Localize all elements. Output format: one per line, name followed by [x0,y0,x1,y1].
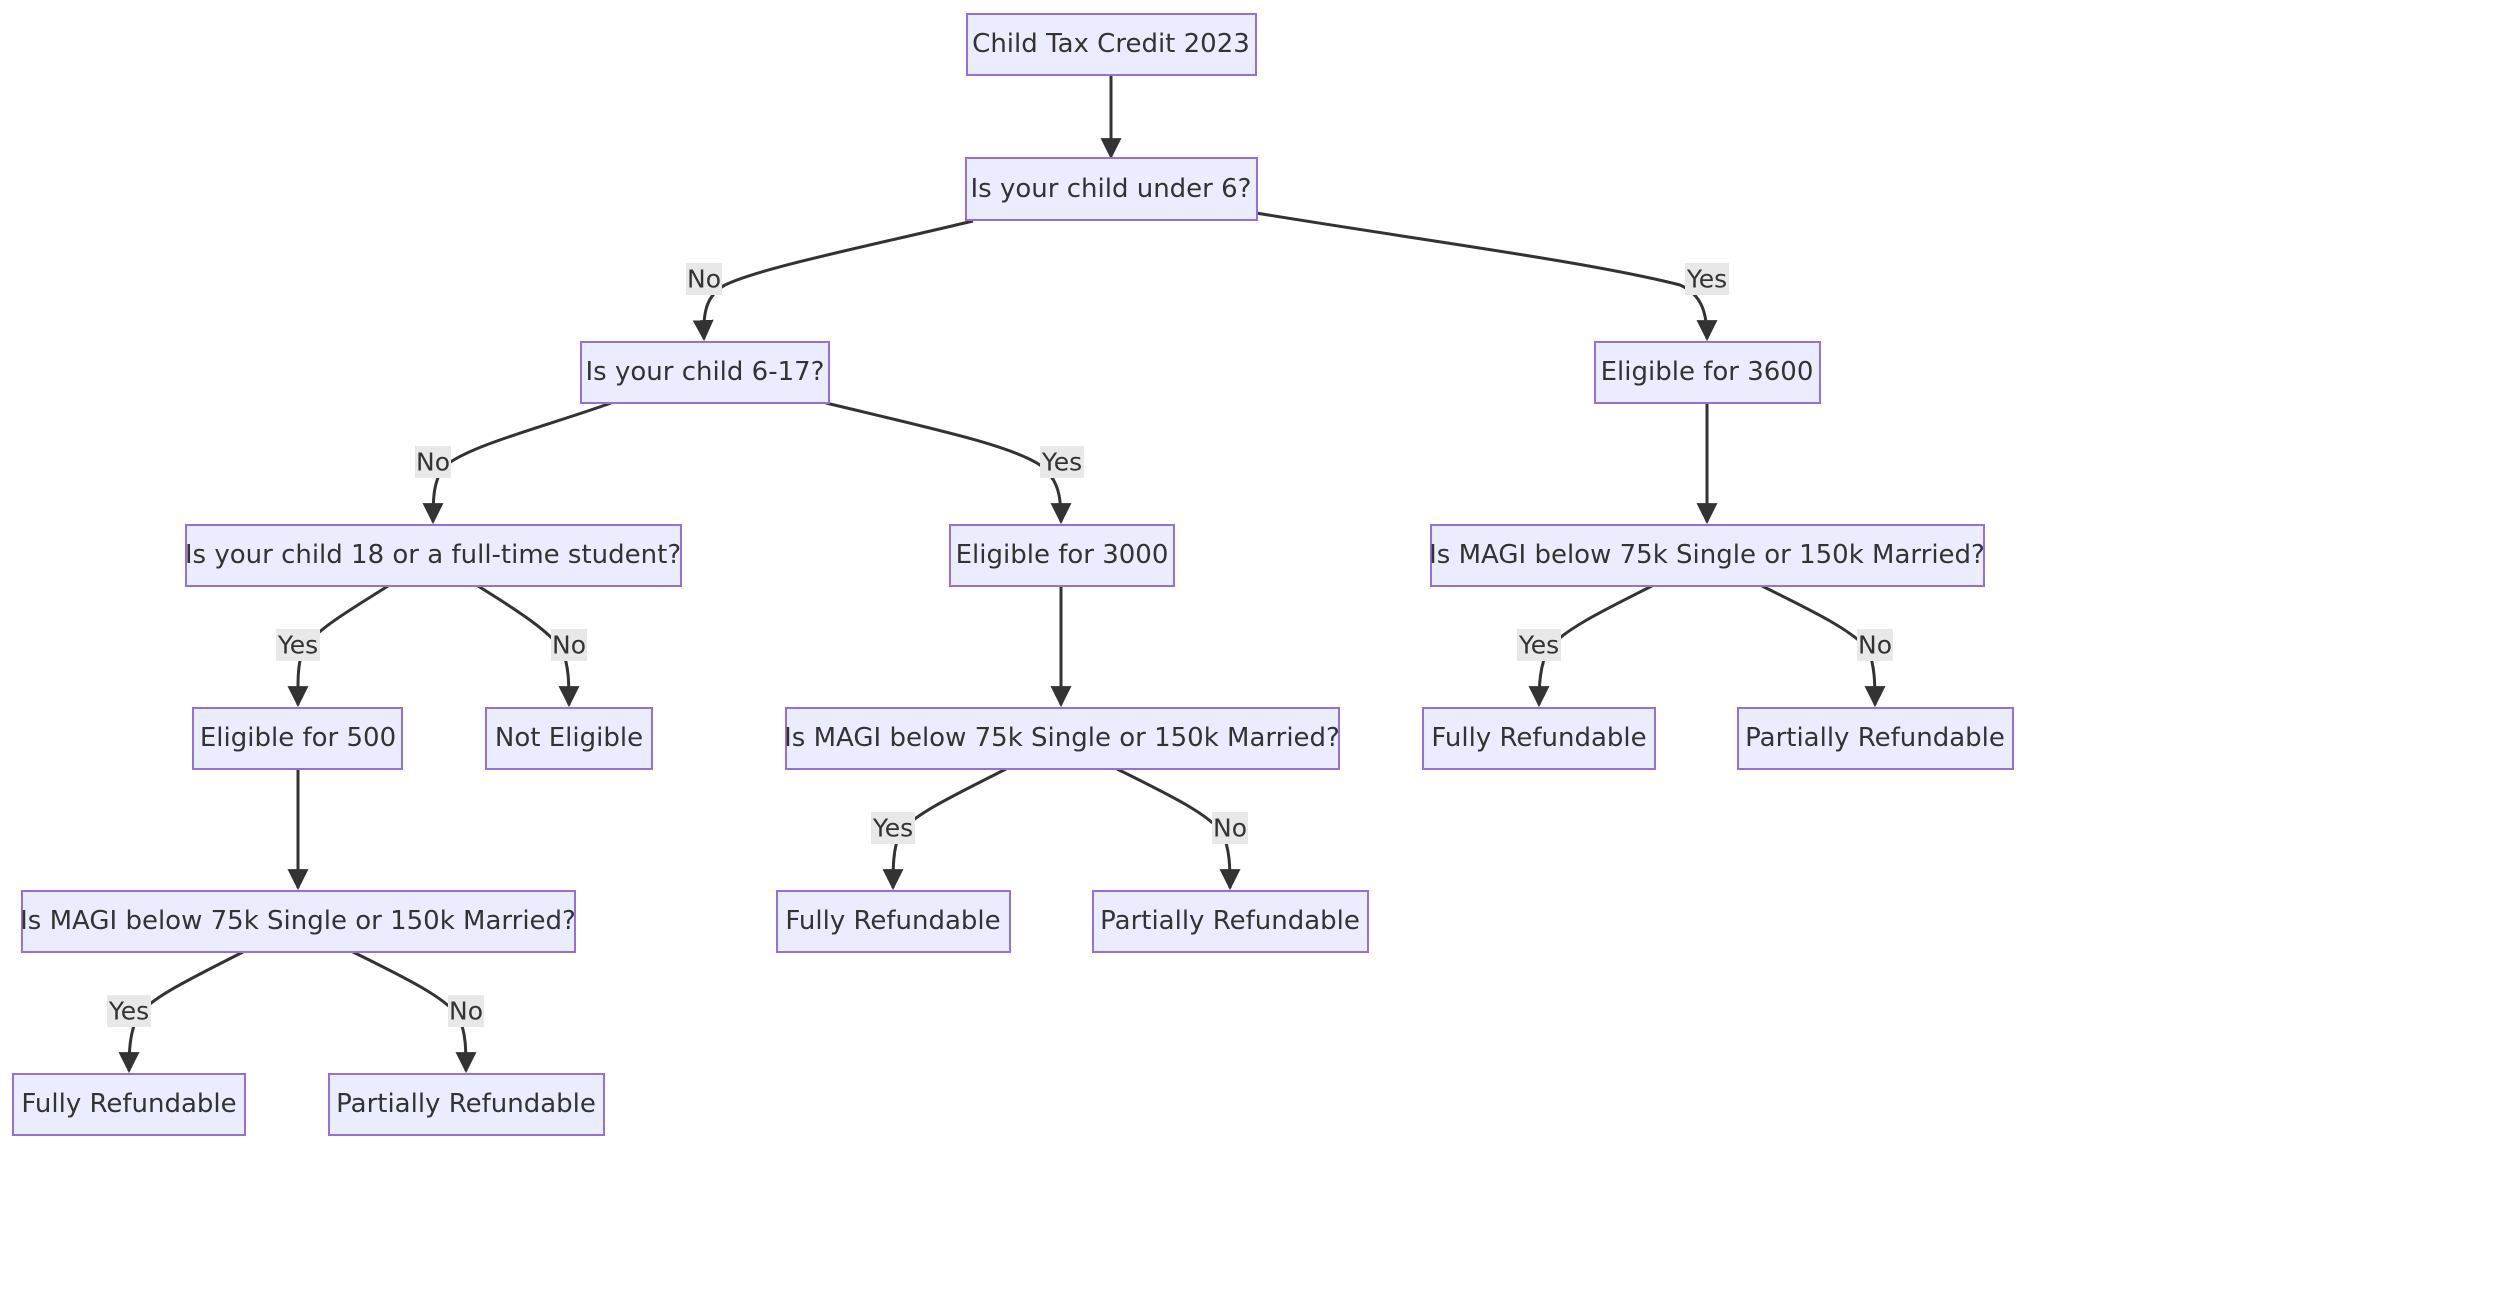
node-eligible-500: Eligible for 500 [192,707,403,770]
node-root: Child Tax Credit 2023 [966,13,1257,76]
node-partially-refundable-3000: Partially Refundable [1092,890,1369,953]
node-magi-question-500: Is MAGI below 75k Single or 150k Married… [20,890,576,953]
node-label: Eligible for 3000 [956,540,1169,570]
edge-under6-yes [1255,211,1718,342]
node-fully-refundable-500: Fully Refundable [12,1073,246,1136]
node-partially-refundable-500: Partially Refundable [328,1073,605,1136]
node-partially-refundable-3600: Partially Refundable [1737,707,2014,770]
node-fully-refundable-3600: Fully Refundable [1422,707,1656,770]
node-label: Fully Refundable [21,1089,236,1119]
node-label: Is MAGI below 75k Single or 150k Married… [784,723,1340,753]
node-label: Child Tax Credit 2023 [972,29,1250,59]
node-not-eligible: Not Eligible [485,707,653,770]
edge-label-magi3000-yes: Yes [871,812,915,844]
node-label: Is your child 18 or a full-time student? [185,540,681,570]
edge-label-18student-yes: Yes [276,629,320,661]
node-label: Partially Refundable [1745,723,2005,753]
node-label: Is MAGI below 75k Single or 150k Married… [20,906,576,936]
edge-label-text: Yes [1041,448,1082,477]
edge-labels: No Yes No Yes Yes No Yes No [107,263,1893,1027]
edge-label-6to17-yes: Yes [1040,446,1084,478]
edge-label-text: Yes [1518,631,1559,660]
node-label: Partially Refundable [336,1089,596,1119]
edge-label-text: Yes [1686,265,1727,294]
edge-label-text: Yes [277,631,318,660]
edge-label-magi3000-no: No [1212,812,1248,844]
node-label: Fully Refundable [1431,723,1646,753]
edge-label-6to17-no: No [415,446,451,478]
node-label: Fully Refundable [785,906,1000,936]
node-under6-question: Is your child under 6? [965,157,1258,221]
edge-label-magi500-no: No [448,995,484,1027]
edge-label-magi3600-no: No [1857,629,1893,661]
edge-6to17-no [422,401,612,525]
node-label: Eligible for 3600 [1601,357,1814,387]
edge-label-magi3600-yes: Yes [1517,629,1561,661]
edge-label-text: No [1213,814,1247,843]
edge-label-under6-no: No [686,263,722,295]
edge-label-text: Yes [872,814,913,843]
edge-label-text: No [449,997,483,1026]
edge-label-text: No [1858,631,1892,660]
node-label: Is your child under 6? [971,174,1252,204]
node-18student-question: Is your child 18 or a full-time student? [185,524,682,587]
edge-label-text: No [687,265,721,294]
node-label: Is your child 6-17? [585,357,824,387]
node-label: Not Eligible [495,723,643,753]
nodes: Child Tax Credit 2023 Is your child unde… [12,13,2014,1136]
edge-label-text: No [552,631,586,660]
node-magi-question-3600: Is MAGI below 75k Single or 150k Married… [1429,524,1985,587]
node-6to17-question: Is your child 6-17? [580,341,830,404]
edge-under6-no [692,219,974,342]
edge-label-text: Yes [108,997,149,1026]
edge-label-text: No [416,448,450,477]
node-fully-refundable-3000: Fully Refundable [776,890,1011,953]
edge-6to17-yes [825,401,1072,525]
node-label: Is MAGI below 75k Single or 150k Married… [1429,540,1985,570]
node-magi-question-3000: Is MAGI below 75k Single or 150k Married… [784,707,1340,770]
node-eligible-3600: Eligible for 3600 [1594,341,1821,404]
node-eligible-3000: Eligible for 3000 [949,524,1175,587]
node-label: Partially Refundable [1100,906,1360,936]
edge-label-18student-no: No [551,629,587,661]
edge-label-under6-yes: Yes [1685,263,1729,295]
edge-label-magi500-yes: Yes [107,995,151,1027]
node-label: Eligible for 500 [200,723,396,753]
